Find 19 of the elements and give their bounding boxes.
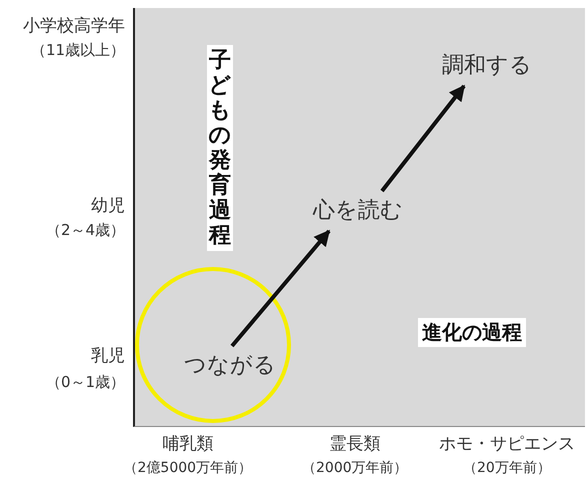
- axis-label: 幼児: [91, 194, 125, 216]
- axis-label: （11歳以上）: [31, 40, 126, 60]
- axis-label: （2億5000万年前）: [124, 459, 252, 477]
- arrow: [380, 84, 466, 192]
- axis-label: 霊長類: [330, 432, 380, 454]
- axis-label: 小学校高学年: [23, 14, 125, 36]
- axis-title: 進化の過程: [418, 318, 526, 346]
- node-text: 心を読む: [313, 195, 403, 225]
- axis-label: （2～4歳）: [46, 220, 126, 240]
- axis-label: 哺乳類: [162, 432, 214, 454]
- axis-label: （2000万年前）: [302, 459, 408, 477]
- node-text: 調和する: [442, 50, 532, 80]
- axis-label: ホモ・サピエンス: [439, 432, 575, 454]
- axis-label: （20万年前）: [463, 459, 551, 477]
- axis-label: （0～1歳）: [46, 372, 126, 392]
- node-text: つながる: [184, 350, 276, 380]
- axis-title: 子どもの発育過程: [207, 45, 233, 251]
- axis-label: 乳児: [91, 344, 125, 366]
- arrow: [230, 230, 331, 348]
